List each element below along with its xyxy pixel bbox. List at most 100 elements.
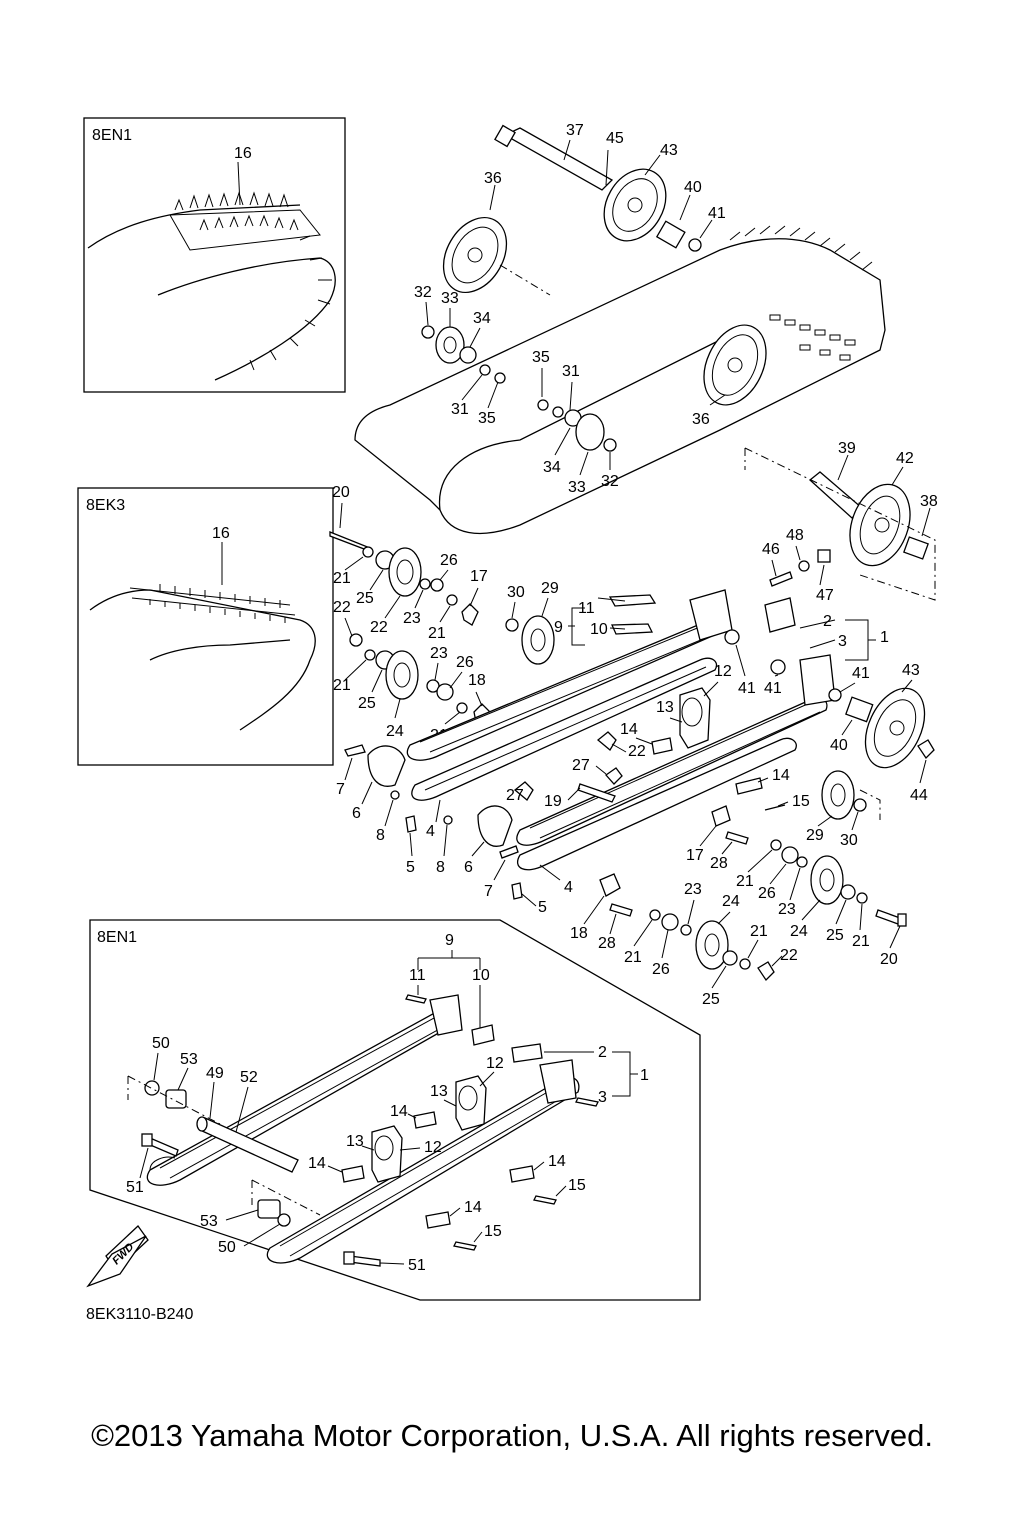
rail-tips: 7 6 8 5 4 8 6 7 4 5 [336,744,573,916]
callout: 43 [660,142,678,159]
callout: 1 [880,629,889,646]
callout: 12 [424,1139,442,1156]
document-code: 8EK3110-B240 [86,1306,194,1323]
callout: 50 [152,1035,170,1052]
center-upper-parts: 30 29 11 9 10 [505,580,657,665]
callout: 9 [554,619,563,636]
callout: 22 [333,599,351,616]
inset-title: 8EN1 [97,929,137,946]
inset-title: 8EN1 [92,127,132,144]
callout: 14 [308,1155,326,1172]
bottom-right-wheel-cluster: 21 26 23 24 25 21 20 [736,839,907,968]
callout: 52 [240,1069,258,1086]
callout: 5 [538,899,547,916]
callout: 5 [406,859,415,876]
left-wheel-cluster: 20 21 25 22 26 23 21 17 22 21 25 24 [329,484,493,744]
inset-8en1-track: 8EN1 16 [83,117,346,393]
callout: 22 [628,743,646,760]
callout: 22 [780,947,798,964]
callout: 25 [356,590,374,607]
callout: 24 [722,893,740,910]
inset-8ek3-track: 8EK3 16 [77,487,334,766]
callout: 30 [507,584,525,601]
callout: 50 [218,1239,236,1256]
lower-brackets: 17 28 18 28 [570,805,749,952]
callout: 11 [578,600,595,617]
callout: 6 [352,805,361,822]
callout: 3 [598,1089,607,1106]
callout: 28 [710,855,728,872]
callout: 29 [806,827,824,844]
callout: 40 [830,737,848,754]
callout: 25 [702,991,720,1008]
callout: 21 [852,933,870,950]
callout: 53 [180,1051,198,1068]
callout: 44 [910,787,928,804]
callout: 23 [403,610,421,627]
callout: 3 [838,633,847,650]
callout: 42 [896,450,914,467]
callout: 25 [826,927,844,944]
inset-8en1-rails: 8EN1 9 11 10 2 1 3 50 53 [86,919,701,1301]
callout: 45 [606,130,624,147]
callout: 41 [708,205,726,222]
wheel-36-top: 36 [442,170,551,296]
callout: 4 [426,823,435,840]
callout: 48 [786,527,804,544]
callout: 32 [601,473,619,490]
callout: 32 [414,284,432,301]
callout: 13 [346,1133,364,1150]
callout: 26 [456,654,474,671]
slide-rail-lower [516,654,836,871]
callout: 33 [441,290,459,307]
callout: 27 [572,757,590,774]
callout: 35 [532,349,550,366]
callout: 14 [620,721,638,738]
callout: 23 [684,881,702,898]
callout: 27 [506,787,524,804]
callout: 21 [624,949,642,966]
callout: 15 [484,1223,502,1240]
right-mid-wheel: 29 30 [806,770,881,849]
callout: 29 [541,580,559,597]
callout: 37 [566,122,584,139]
callout: 46 [762,541,780,558]
callout: 1 [640,1067,649,1084]
slide-rail-upper: 41 41 [406,589,786,801]
callout: 13 [656,699,674,716]
callout: 49 [206,1065,224,1082]
rear-axle-right: 39 42 38 [744,440,938,601]
callout: 41 [764,680,782,697]
callout: 21 [428,625,446,642]
callout: 7 [484,883,493,900]
callout: 41 [738,680,756,697]
callout: 17 [686,847,704,864]
callout: 8 [436,859,445,876]
callout: 39 [838,440,856,457]
callout: 31 [451,401,469,418]
bottom-center-wheel-cluster: 21 26 23 24 25 21 22 [624,881,798,1008]
callout: 14 [390,1103,408,1120]
right-lower-wheel: 41 40 43 44 [828,662,935,804]
callout: 21 [750,923,768,940]
callout: 38 [920,493,938,510]
callout: 7 [336,781,345,798]
callout: 40 [684,179,702,196]
callout: 8 [376,827,385,844]
callout: 43 [902,662,920,679]
callout: 15 [568,1177,586,1194]
bearings-left: 32 33 34 35 31 31 35 [414,284,580,427]
bearings-right: 34 33 32 [537,399,619,496]
bushing-40-41: 40 41 [655,179,726,252]
wheel-36-inner: 36 [692,324,767,428]
callout: 21 [736,873,754,890]
callout: 26 [652,961,670,978]
callout: 24 [386,723,404,740]
callout: 24 [790,923,808,940]
callout: 14 [464,1199,482,1216]
callout: 31 [562,363,580,380]
callout: 16 [212,525,230,542]
callout: 20 [880,951,898,968]
callout: 35 [478,410,496,427]
